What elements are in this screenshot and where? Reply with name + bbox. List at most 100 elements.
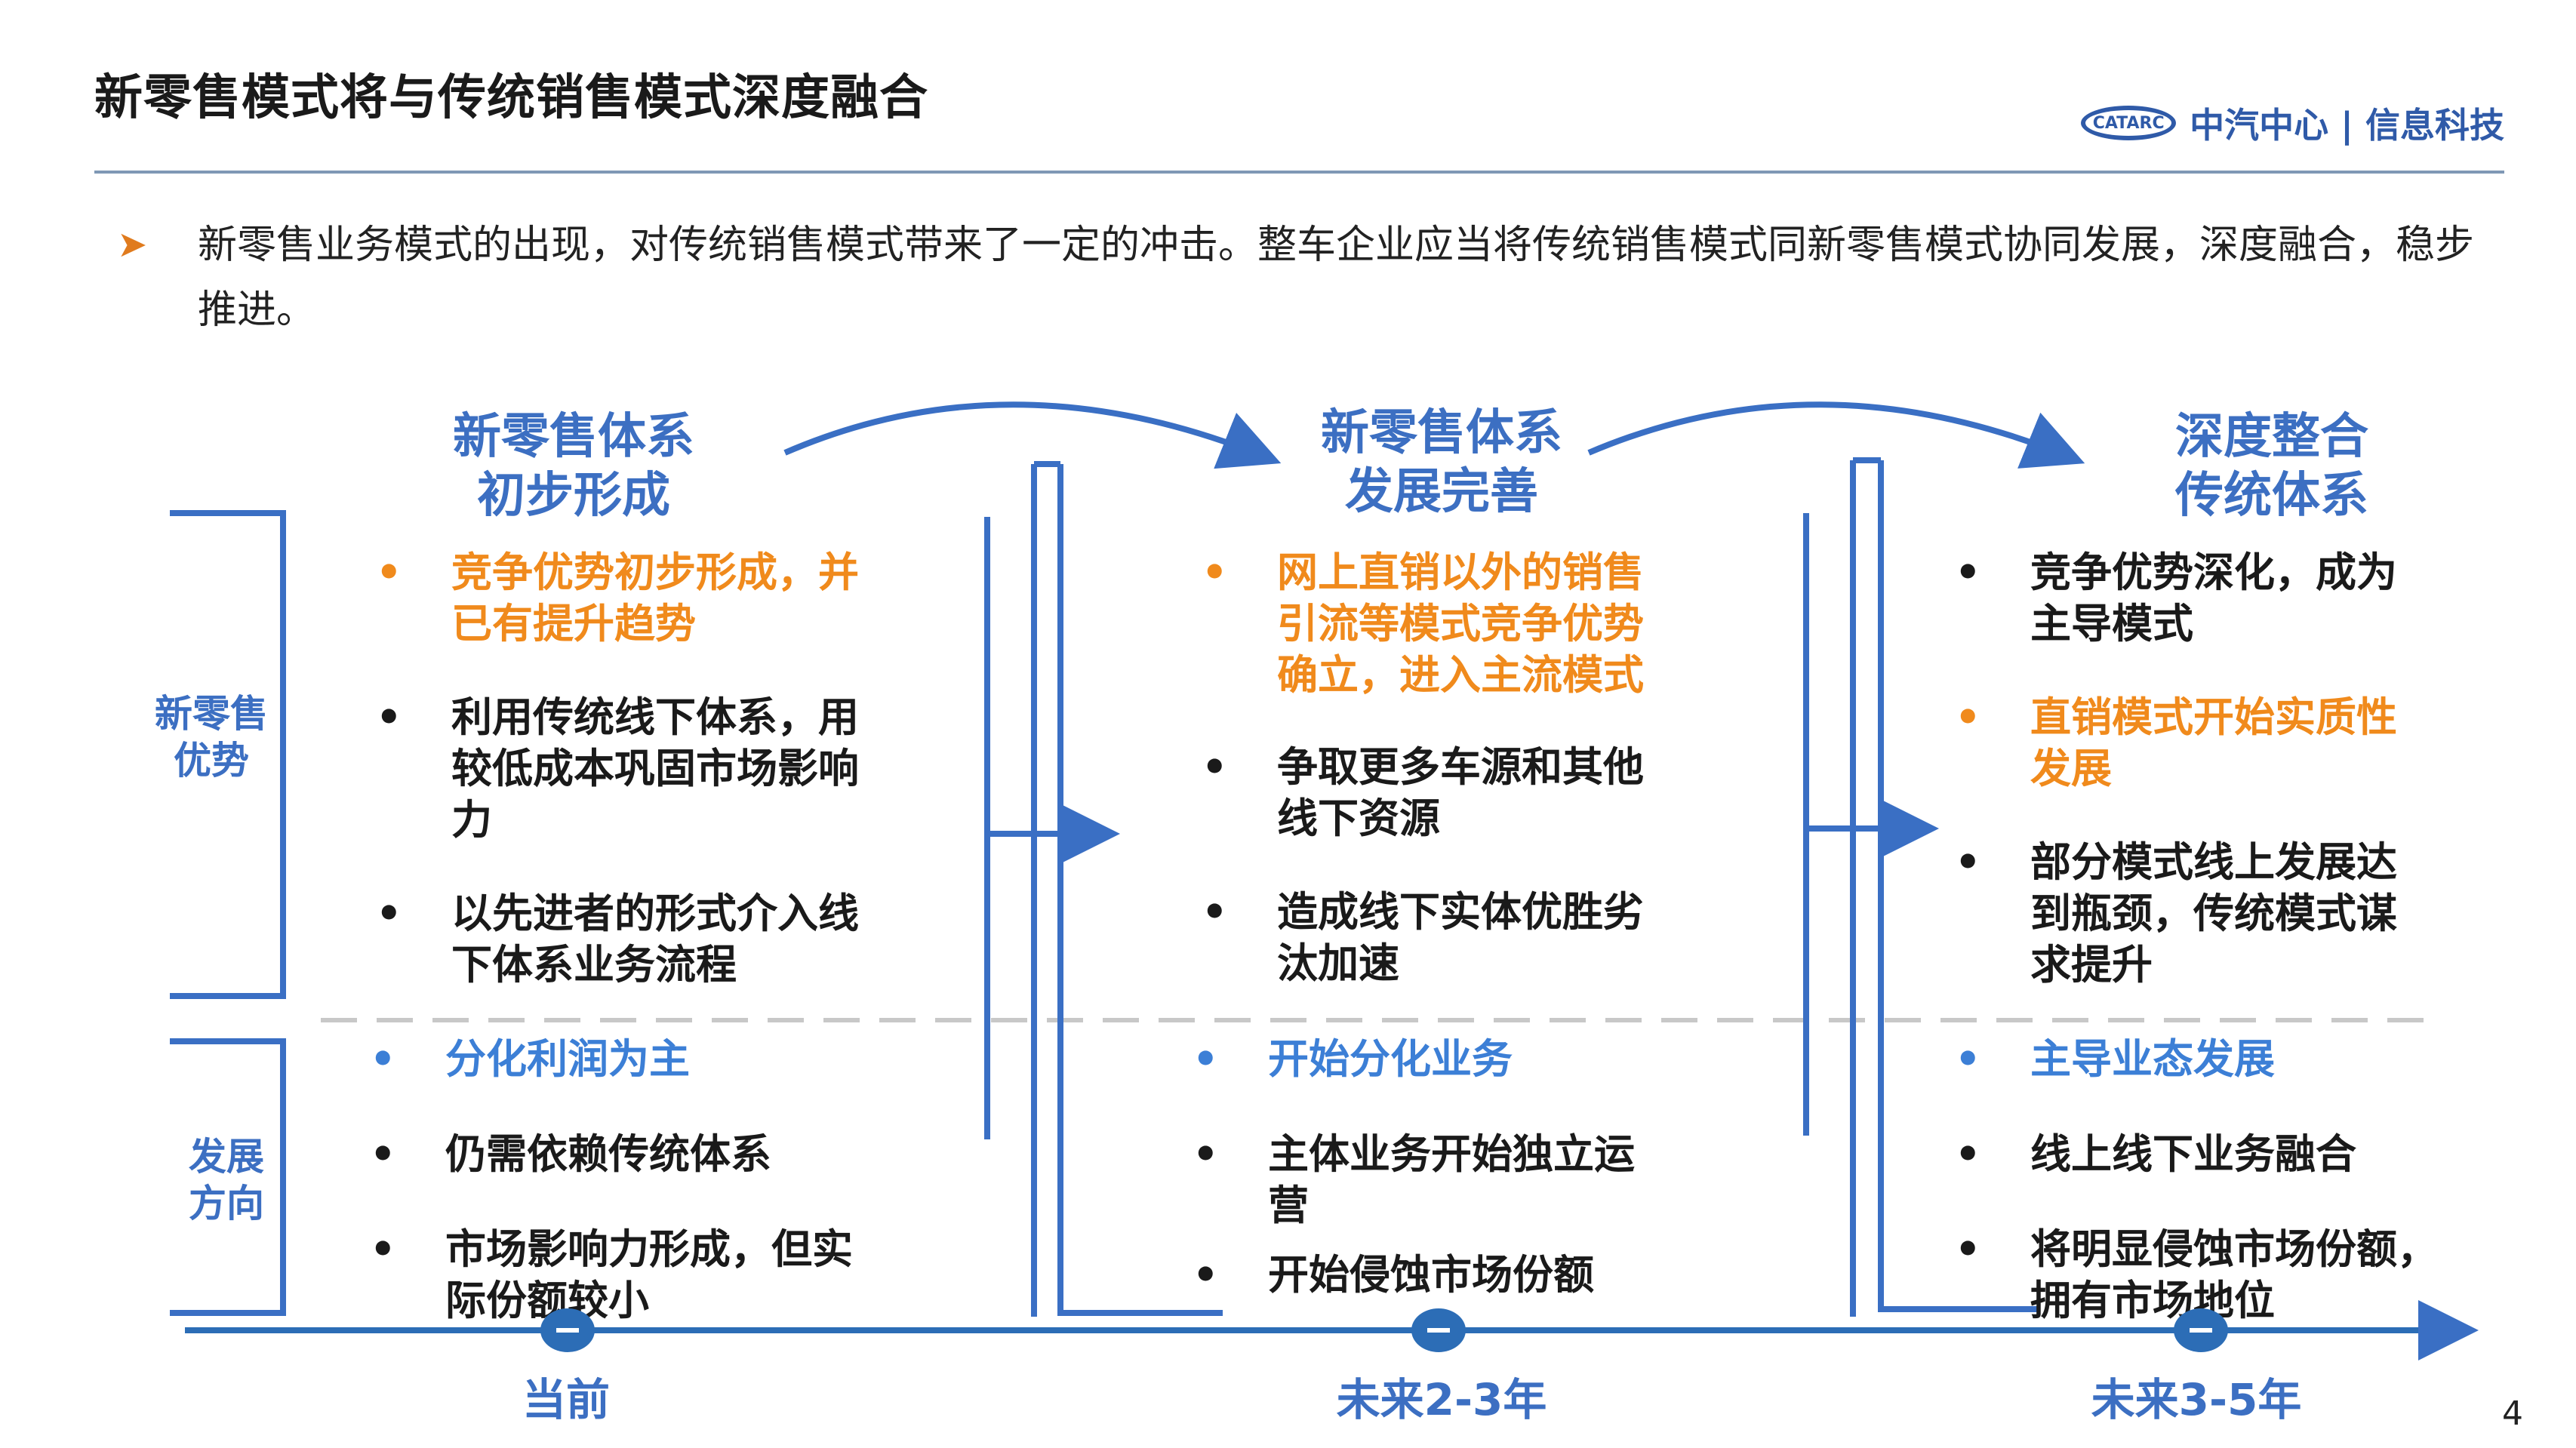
direction-item: • 主导业态发展: [1955, 1034, 2544, 1085]
item-line: 发展: [2030, 745, 2112, 792]
item-line: 已有提升趋势: [451, 600, 696, 647]
item-line: 较低成本巩固市场影响: [451, 745, 859, 792]
bullet-icon: •: [1955, 838, 1981, 886]
item-line: 汰加速: [1277, 939, 1399, 987]
stage-title-line: 深度整合: [2175, 409, 2368, 465]
direction-item: • 分化利润为主: [370, 1034, 959, 1085]
item-line: 将明显侵蚀市场份额，: [2030, 1225, 2438, 1273]
stage-title-line: 发展完善: [1345, 464, 1538, 520]
stage-3-title: 深度整合 传统体系: [2113, 407, 2430, 525]
bullet-icon: •: [376, 549, 402, 596]
stage-1-title: 新零售体系 初步形成: [415, 407, 732, 525]
item-line: 争取更多车源和其他: [1277, 743, 1644, 791]
stage-2-advantages: • 网上直销以外的销售引流等模式竞争优势确立，进入主流模式 • 争取更多车源和其…: [1202, 547, 1775, 989]
bullet-icon: •: [1193, 1251, 1219, 1299]
direction-item: • 开始分化业务: [1193, 1034, 1781, 1085]
item-line: 求提升: [2030, 941, 2153, 988]
item-line: 竞争优势初步形成，并: [451, 549, 859, 596]
bullet-icon: •: [1202, 549, 1228, 596]
advantage-item: • 利用传统线下体系，用较低成本巩固市场影响力: [376, 692, 949, 846]
stage-2-title: 新零售体系 发展完善: [1283, 404, 1600, 521]
bullet-icon: •: [376, 693, 402, 741]
direction-item: • 市场影响力形成，但实际份额较小: [370, 1224, 959, 1327]
item-line: 力: [451, 796, 492, 844]
curve-arrow-1: [783, 401, 1282, 469]
item-line: 分化利润为主: [445, 1035, 690, 1083]
bullet-icon: •: [1202, 888, 1228, 936]
direction-item: • 仍需依赖传统体系: [370, 1129, 959, 1180]
item-line: 营: [1268, 1182, 1309, 1229]
stage-3-advantages: • 竞争优势深化，成为主导模式 • 直销模式开始实质性发展 • 部分模式线上发展…: [1955, 547, 2528, 991]
bullet-icon: •: [1193, 1035, 1219, 1083]
direction-item: • 开始侵蚀市场份额: [1193, 1250, 1781, 1301]
page-title: 新零售模式将与传统销售模式深度融合: [94, 70, 928, 126]
curve-arrow-2: [1587, 401, 2085, 469]
item-line: 线下资源: [1277, 795, 1440, 842]
bullet-icon: •: [1202, 743, 1228, 791]
bullet-icon: •: [1955, 549, 1981, 596]
stage-title-line: 传统体系: [2175, 468, 2368, 524]
item-line: 开始侵蚀市场份额: [1268, 1251, 1594, 1299]
item-line: 引流等模式竞争优势: [1277, 600, 1644, 647]
advantage-item: • 网上直销以外的销售引流等模式竞争优势确立，进入主流模式: [1202, 547, 1775, 701]
logo-text: 中汽中心 | 信息科技: [2190, 105, 2504, 146]
timeline-marker-icon: [1411, 1308, 1466, 1352]
stage-title-line: 新零售体系: [453, 409, 694, 465]
advantage-item: • 直销模式开始实质性发展: [1955, 692, 2528, 795]
item-line: 主导业态发展: [2030, 1035, 2275, 1083]
bullet-icon: •: [370, 1035, 396, 1083]
advantage-item: • 争取更多车源和其他线下资源: [1202, 742, 1775, 844]
bullet-icon: •: [1193, 1130, 1219, 1178]
timeline-marker-icon: [540, 1308, 595, 1352]
item-line: 直销模式开始实质性: [2030, 693, 2397, 741]
advantage-item: • 部分模式线上发展达到瓶颈，传统模式谋求提升: [1955, 837, 2528, 991]
timeline-label-2-3-years: 未来2-3年: [1336, 1374, 1547, 1425]
timeline-marker-icon: [2174, 1308, 2228, 1352]
item-line: 主体业务开始独立运: [1268, 1130, 1635, 1178]
side-label-direction-line: 方向: [189, 1182, 264, 1225]
side-label-direction-line: 发展: [189, 1135, 264, 1179]
page-number: 4: [2502, 1394, 2523, 1433]
bullet-icon: •: [1955, 1035, 1981, 1083]
logo: CATARC 中汽中心 | 信息科技: [2081, 97, 2504, 149]
arrow-bullet-icon: ➤: [117, 223, 148, 266]
item-line: 仍需依赖传统体系: [445, 1130, 771, 1178]
item-line: 到瓶颈，传统模式谋: [2030, 890, 2397, 937]
stage-1-advantages: • 竞争优势初步形成，并已有提升趋势 • 利用传统线下体系，用较低成本巩固市场影…: [376, 547, 949, 991]
side-label-advantage: 新零售 优势: [147, 690, 275, 784]
direction-bracket: [170, 1038, 286, 1316]
advantage-bracket: [170, 510, 286, 999]
bullet-icon: •: [1955, 1225, 1981, 1273]
intro-paragraph: 新零售业务模式的出现，对传统销售模式带来了一定的冲击。整车企业应当将传统销售模式…: [198, 223, 2475, 333]
bullet-icon: •: [370, 1225, 396, 1273]
stage-1-directions: • 分化利润为主 • 仍需依赖传统体系 • 市场影响力形成，但实际份额较小: [370, 1034, 959, 1327]
item-line: 确立，进入主流模式: [1277, 651, 1644, 699]
bullet-icon: •: [370, 1130, 396, 1178]
side-label-advantage-line: 优势: [174, 739, 249, 782]
item-line: 市场影响力形成，但实: [445, 1225, 853, 1273]
item-line: 开始分化业务: [1268, 1035, 1513, 1083]
item-line: 拥有市场地位: [2030, 1277, 2275, 1324]
header-divider: [94, 171, 2504, 174]
stage-title-line: 初步形成: [477, 468, 670, 524]
direction-item: • 将明显侵蚀市场份额，拥有市场地位: [1955, 1224, 2544, 1327]
bullet-icon: •: [1955, 1130, 1981, 1178]
stage-3-directions: • 主导业态发展 • 线上线下业务融合 • 将明显侵蚀市场份额，拥有市场地位: [1955, 1034, 2544, 1327]
item-line: 线上线下业务融合: [2030, 1130, 2356, 1178]
timeline-label-3-5-years: 未来3-5年: [2091, 1374, 2302, 1425]
item-line: 主导模式: [2030, 600, 2193, 647]
advantage-item: • 竞争优势初步形成，并已有提升趋势: [376, 547, 949, 650]
item-line: 下体系业务流程: [451, 941, 737, 988]
stage-2-directions: • 开始分化业务 • 主体业务开始独立运营 • 开始侵蚀市场份额: [1193, 1034, 1781, 1301]
direction-item: • 线上线下业务融合: [1955, 1129, 2544, 1180]
advantage-item: • 以先进者的形式介入线下体系业务流程: [376, 888, 949, 991]
timeline-label-current: 当前: [522, 1374, 610, 1425]
item-line: 造成线下实体优胜劣: [1277, 888, 1644, 936]
bullet-icon: •: [376, 890, 402, 937]
stage-title-line: 新零售体系: [1321, 405, 1562, 461]
item-line: 部分模式线上发展达: [2030, 838, 2397, 886]
item-line: 网上直销以外的销售: [1277, 549, 1644, 596]
bullet-icon: •: [1955, 693, 1981, 741]
item-line: 竞争优势深化，成为: [2030, 549, 2397, 596]
